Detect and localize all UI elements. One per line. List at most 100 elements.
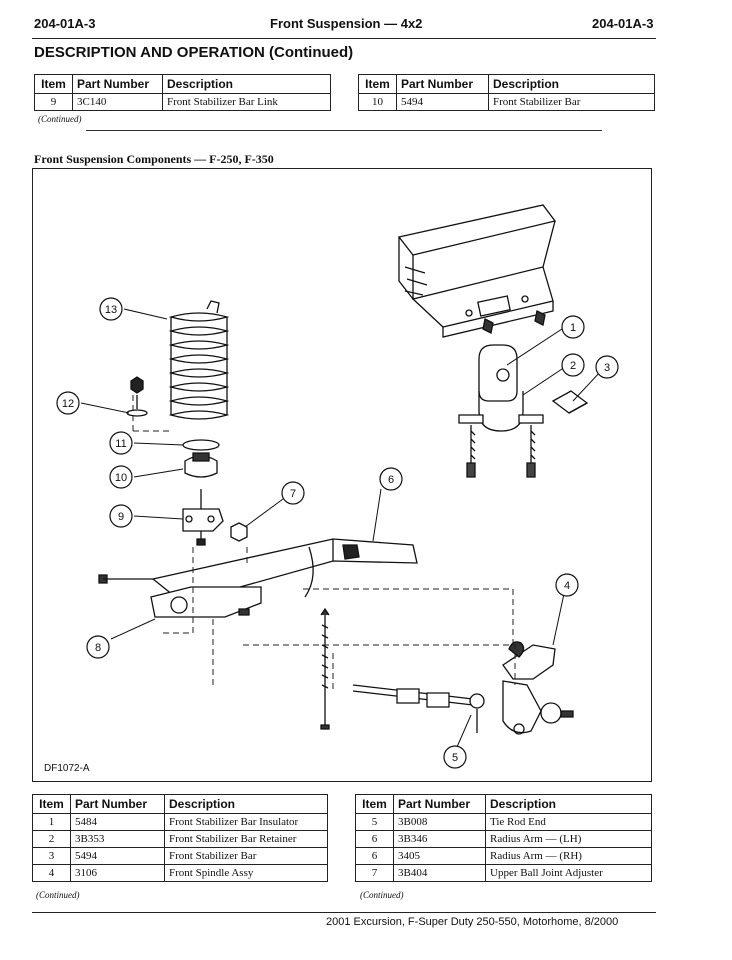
callout-9-circle [109, 504, 133, 528]
table-row: 6 3405 Radius Arm — (RH) [355, 847, 652, 865]
part-number-cell: 3B404 [393, 864, 486, 882]
part-number-cell: 3C140 [72, 93, 163, 111]
item-cell: 5 [355, 813, 394, 831]
callout-9-label: 9 [118, 511, 124, 523]
callout-labels: 13 12 11 10 9 7 6 8 4 5 1 2 3 [62, 304, 610, 764]
col-description-header: Description [485, 794, 652, 814]
description-cell: Radius Arm — (LH) [485, 830, 652, 848]
header-left-page-id: 204-01A-3 [34, 16, 96, 31]
section-title: DESCRIPTION AND OPERATION (Continued) [34, 44, 354, 61]
description-cell: Front Stabilizer Bar [488, 93, 655, 111]
continued-note-bottom-left: (Continued) [36, 890, 80, 900]
footer-publication-info: 2001 Excursion, F-Super Duty 250-550, Mo… [326, 916, 619, 928]
table-row: 6 3B346 Radius Arm — (LH) [355, 830, 652, 848]
col-part-number-header: Part Number [396, 74, 489, 94]
callout-13-label: 13 [105, 304, 117, 316]
header-rule [32, 38, 656, 39]
bottom-parts-table-left: Item Part Number Description 1 5484 Fron… [32, 794, 328, 882]
figure-caption: Front Suspension Components — F-250, F-3… [34, 152, 274, 166]
continued-note-bottom-right: (Continued) [360, 890, 404, 900]
callout-8-label: 8 [95, 642, 101, 654]
description-cell: Front Stabilizer Bar Insulator [164, 813, 328, 831]
item-cell: 10 [358, 93, 397, 111]
table-row: 1 5484 Front Stabilizer Bar Insulator [32, 813, 328, 831]
part-number-cell: 3405 [393, 847, 486, 865]
col-description-header: Description [162, 74, 331, 94]
item-cell: 3 [32, 847, 71, 865]
callout-3-circle [595, 355, 619, 379]
callout-12-label: 12 [62, 398, 74, 410]
callout-4-label: 4 [564, 580, 570, 592]
col-part-number-header: Part Number [393, 794, 486, 814]
item-cell: 2 [32, 830, 71, 848]
item-cell: 6 [355, 847, 394, 865]
part-number-cell: 3B353 [70, 830, 165, 848]
callout-1-label: 1 [570, 322, 576, 334]
item-cell: 4 [32, 864, 71, 882]
top-divider-rule [86, 130, 602, 131]
col-item-header: Item [34, 74, 73, 94]
table-row: 9 3C140 Front Stabilizer Bar Link [34, 93, 331, 111]
frame-bracket-drawing [397, 204, 557, 338]
table-row: 2 3B353 Front Stabilizer Bar Retainer [32, 830, 328, 848]
col-item-header: Item [32, 794, 71, 814]
callout-3-label: 3 [604, 362, 610, 374]
col-part-number-header: Part Number [70, 794, 165, 814]
callout-8-circle [86, 635, 110, 659]
callout-10-label: 10 [115, 472, 127, 484]
col-part-number-header: Part Number [72, 74, 163, 94]
callout-4-circle [555, 573, 579, 597]
callout-13-circle [99, 297, 123, 321]
item-cell: 7 [355, 864, 394, 882]
description-cell: Front Spindle Assy [164, 864, 328, 882]
callout-11-label: 11 [115, 438, 126, 450]
part-number-cell: 3B008 [393, 813, 486, 831]
description-cell: Upper Ball Joint Adjuster [485, 864, 652, 882]
coil-spring-drawing [168, 300, 230, 420]
callout-5-label: 5 [452, 752, 458, 764]
spindle-drawing [502, 641, 574, 735]
footer-rule [32, 912, 656, 913]
table-row: 10 5494 Front Stabilizer Bar [358, 93, 655, 111]
description-cell: Front Stabilizer Bar Retainer [164, 830, 328, 848]
callout-7-circle [281, 481, 305, 505]
header-right-page-id: 204-01A-3 [592, 16, 654, 31]
table-row: 4 3106 Front Spindle Assy [32, 864, 328, 882]
col-description-header: Description [164, 794, 328, 814]
continued-note-top: (Continued) [38, 114, 82, 124]
callout-7-label: 7 [290, 488, 296, 500]
alignment-dashed-lines [132, 391, 516, 689]
item-cell: 1 [32, 813, 71, 831]
suspension-exploded-diagram: 13 12 11 10 9 7 6 8 4 5 1 2 3 DF1072-A [32, 168, 652, 782]
callout-5-circle [443, 745, 467, 769]
part-number-cell: 5484 [70, 813, 165, 831]
callout-1-circle [561, 315, 585, 339]
description-cell: Front Stabilizer Bar Link [162, 93, 331, 111]
table-row: 5 3B008 Tie Rod End [355, 813, 652, 831]
callout-11-circle [109, 431, 133, 455]
description-cell: Front Stabilizer Bar [164, 847, 328, 865]
diagram-illustration: 13 12 11 10 9 7 6 8 4 5 1 2 3 [56, 204, 619, 769]
part-number-cell: 5494 [396, 93, 489, 111]
part-number-cell: 3B346 [393, 830, 486, 848]
part-number-cell: 5494 [70, 847, 165, 865]
callout-circles [56, 297, 619, 769]
callout-6-label: 6 [388, 474, 394, 486]
table-row: 7 3B404 Upper Ball Joint Adjuster [355, 864, 652, 882]
callout-6-circle [379, 467, 403, 491]
top-parts-table-left: Item Part Number Description 9 3C140 Fro… [34, 74, 331, 111]
item-cell: 6 [355, 830, 394, 848]
item-cell: 9 [34, 93, 73, 111]
top-parts-table-right: Item Part Number Description 10 5494 Fro… [358, 74, 655, 111]
callout-leader-lines [80, 308, 602, 748]
header-section-title: Front Suspension — 4x2 [270, 16, 423, 31]
col-description-header: Description [488, 74, 655, 94]
description-cell: Tie Rod End [485, 813, 652, 831]
col-item-header: Item [355, 794, 394, 814]
callout-2-label: 2 [570, 360, 576, 372]
callout-2-circle [561, 353, 585, 377]
figure-id: DF1072-A [44, 763, 90, 774]
callout-12-circle [56, 391, 80, 415]
insulator-retainer-drawing [458, 344, 544, 478]
bottom-parts-table-right: Item Part Number Description 5 3B008 Tie… [355, 794, 652, 882]
